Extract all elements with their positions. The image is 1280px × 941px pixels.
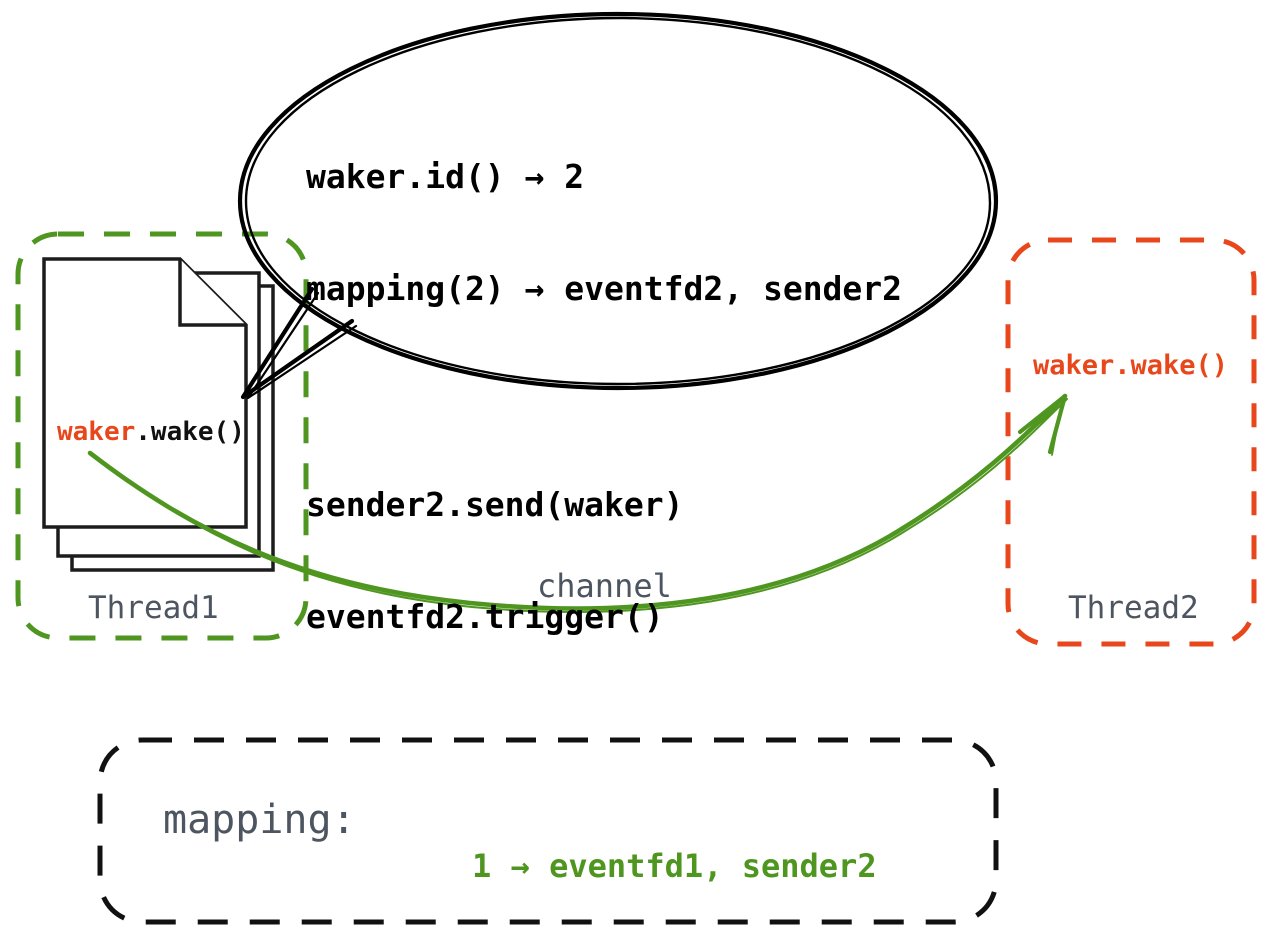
mapping-row-1: 1 → eventfd1, sender2 (472, 847, 877, 885)
thread1-label: Thread1 (88, 590, 219, 626)
thread2-box[interactable] (1005, 237, 1257, 647)
bubble-line-2: mapping(2) → eventfd2, sender2 (306, 269, 903, 308)
mapping-title: mapping: (163, 797, 356, 843)
speech-bubble-shape[interactable] (237, 11, 999, 400)
channel-arrowhead-double (1023, 399, 1067, 456)
document-stack[interactable] (42, 257, 275, 572)
wake-call-token: .wake() (135, 417, 245, 447)
bubble-line-3: sender2.send(waker) (306, 485, 684, 524)
thread1-box[interactable] (15, 231, 309, 641)
thread2-waker-wake-call: waker.wake() (1033, 350, 1229, 381)
thread1-document-call: waker.wake() (57, 419, 245, 445)
thread2-label: Thread2 (1068, 590, 1199, 626)
channel-curve-double (95, 398, 1068, 613)
speech-bubble-tail (240, 286, 355, 400)
bubble-line-spacer (306, 384, 902, 422)
speech-bubble-outline (237, 11, 999, 391)
speech-bubble-text: waker.id() → 2 mapping(2) → eventfd2, se… (306, 94, 902, 712)
waker-token: waker (57, 417, 136, 447)
speech-bubble-tail-double (246, 291, 358, 400)
bubble-line-4: eventfd2.trigger() (306, 597, 664, 636)
mapping-entries: 1 → eventfd1, sender2 2 → eventfd2, send… (472, 786, 877, 941)
speech-bubble-outline-double (244, 16, 992, 386)
bubble-line-1: waker.id() → 2 (306, 157, 585, 196)
channel-curve-main (87, 393, 1068, 611)
document-fold-icon (178, 259, 246, 327)
channel-label: channel (537, 567, 672, 605)
channel-curve[interactable] (87, 393, 1068, 613)
